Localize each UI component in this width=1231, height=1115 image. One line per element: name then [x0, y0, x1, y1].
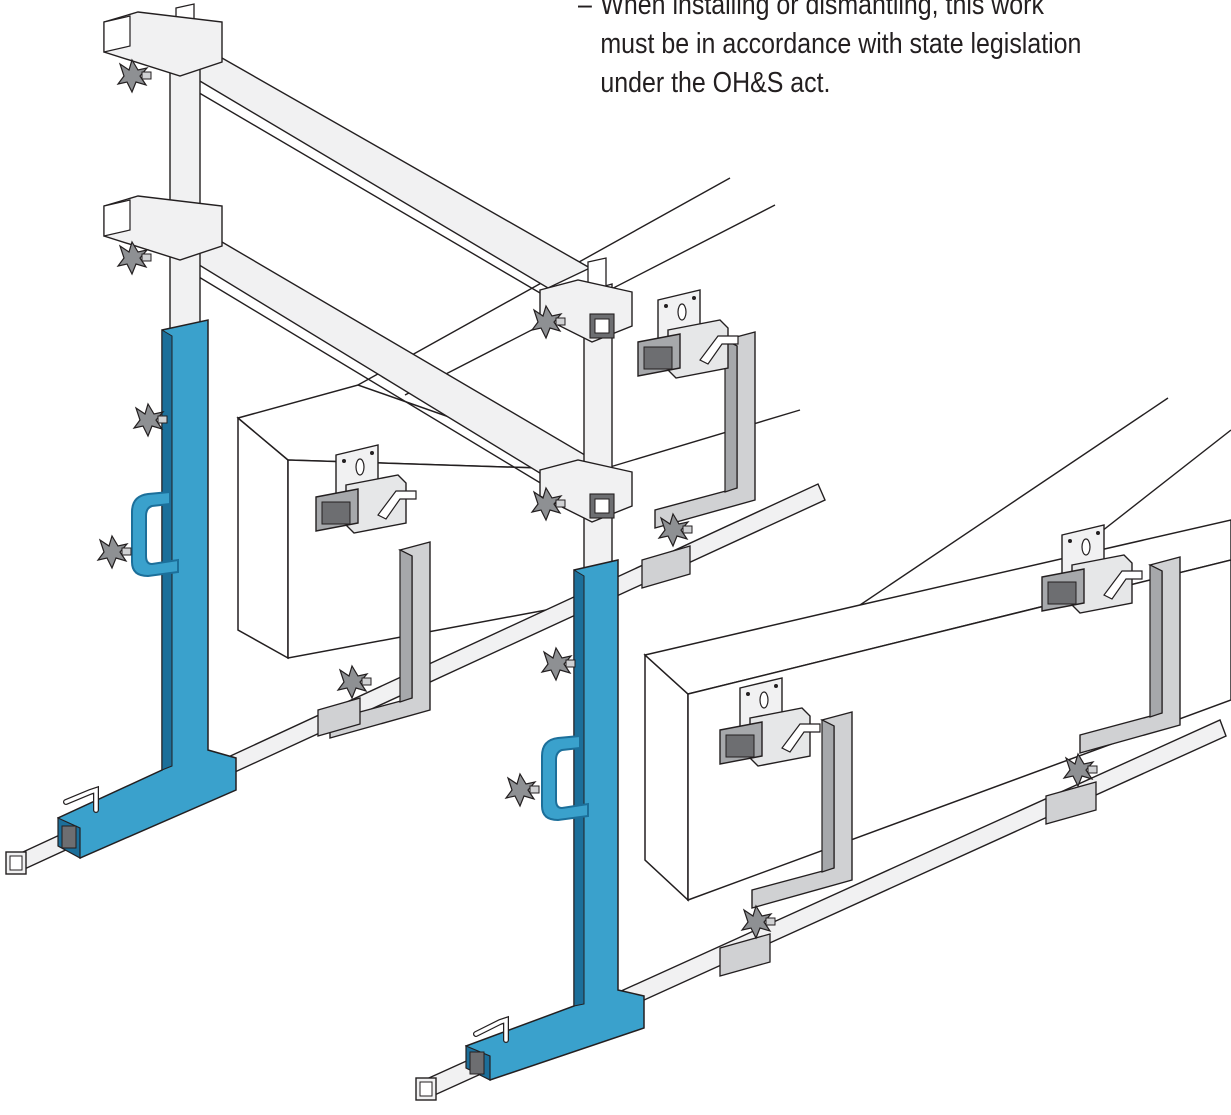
bracket-assembly-1	[315, 444, 431, 739]
note-line-2: must be in accordance with state legisla…	[600, 28, 1082, 60]
note-line-1: When installing or dismantling, this wor…	[600, 0, 1044, 21]
concrete-block-right	[643, 519, 1231, 902]
bracket-assembly-4	[1041, 524, 1181, 825]
post-right	[464, 257, 645, 1081]
d-handle-icon	[541, 734, 589, 822]
bracket-assembly-2	[637, 289, 756, 589]
wing-knob-icon	[97, 535, 132, 569]
bracket-assembly-3	[719, 677, 853, 977]
safety-note: – When installing or dismantling, this w…	[578, 0, 1140, 116]
wing-knob-icon	[505, 773, 540, 807]
note-line-3: under the OH&S act.	[600, 67, 831, 99]
wing-knob-icon	[541, 647, 576, 681]
note-bullet: –	[578, 0, 592, 21]
post-left	[56, 3, 237, 860]
d-handle-icon	[131, 490, 179, 578]
